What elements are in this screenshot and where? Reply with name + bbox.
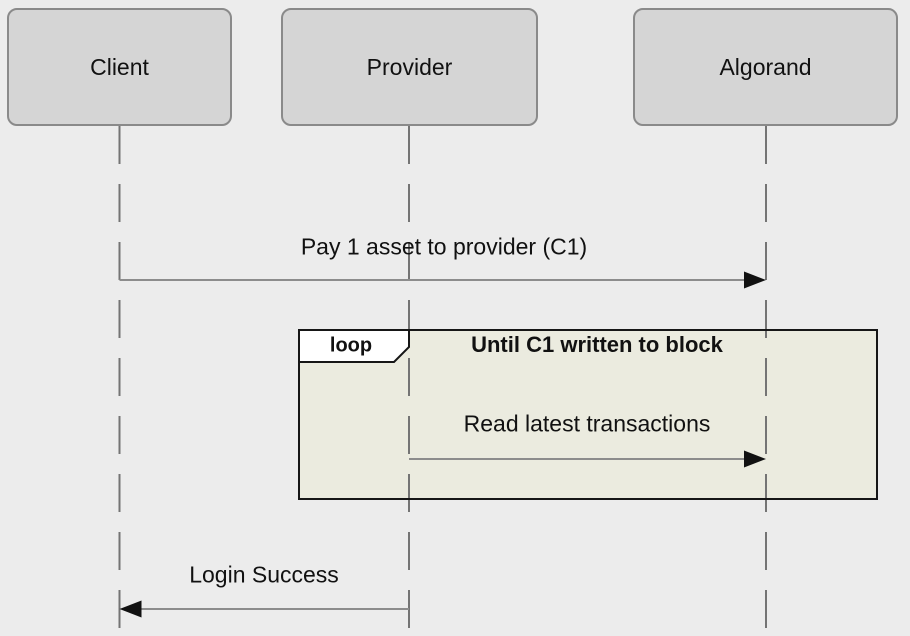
actor-box-algorand: Algorand [633,8,898,126]
loop-label-pentagon [298,329,410,363]
loop-frame-border [298,329,878,500]
message-label-login-success: Login Success [189,561,339,588]
actor-label: Client [90,53,149,80]
actor-box-provider: Provider [281,8,538,126]
message-label-read-transactions: Read latest transactions [463,410,711,437]
actor-label: Provider [366,53,453,80]
arrowhead-right-icon [744,450,766,468]
message-label-pay-asset: Pay 1 asset to provider (C1) [300,233,588,260]
arrowhead-right-icon [744,271,766,289]
arrowhead-left-icon [119,600,142,618]
actor-label: Algorand [719,53,812,80]
loop-keyword-label: loop [329,334,373,357]
actor-box-client: Client [7,8,232,126]
loop-condition-title: Until C1 written to block [471,332,723,357]
